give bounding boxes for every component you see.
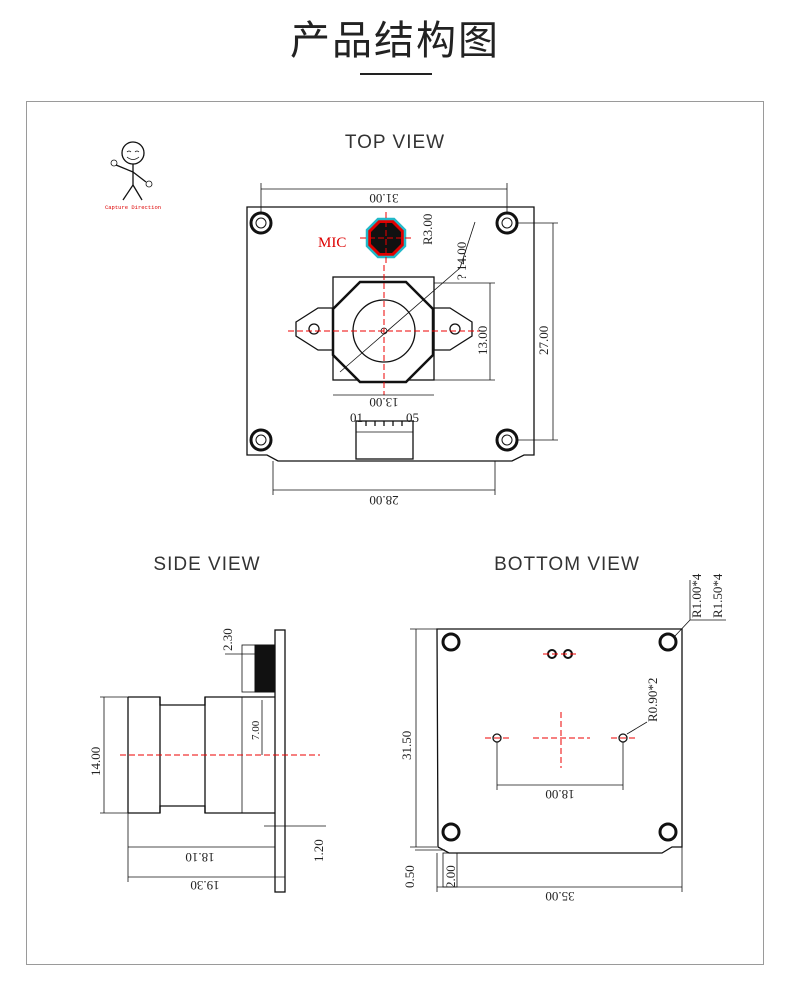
- svg-text:13.00: 13.00: [369, 395, 398, 410]
- title-underline: [360, 73, 432, 75]
- svg-text:R1.50*4: R1.50*4: [710, 573, 725, 618]
- svg-text:31.00: 31.00: [369, 191, 398, 206]
- capture-direction-text: Capture Direction: [105, 204, 161, 211]
- svg-text:R0.90*2: R0.90*2: [645, 678, 660, 722]
- dim-lens-width: 13.00: [333, 394, 434, 410]
- top-mount-holes: [249, 211, 519, 452]
- dim-bottom-width: 28.00: [272, 461, 496, 508]
- svg-text:01: 01: [350, 410, 363, 425]
- top-view-label: TOP VIEW: [345, 132, 445, 153]
- drawing-frame: [26, 101, 764, 965]
- svg-text:13.00: 13.00: [475, 326, 490, 355]
- bottom-view-label: BOTTOM VIEW: [494, 554, 640, 575]
- capture-direction-icon: Capture Direction: [105, 141, 161, 211]
- svg-text:18.10: 18.10: [185, 850, 214, 865]
- dim-board-height: 27.00: [517, 222, 558, 441]
- svg-text:19.30: 19.30: [190, 878, 219, 893]
- svg-text:0.50: 0.50: [402, 865, 417, 888]
- svg-text:7.00: 7.00: [250, 720, 262, 740]
- side-drawing: [120, 629, 320, 893]
- svg-text:1.20: 1.20: [311, 839, 326, 862]
- side-view-label: SIDE VIEW: [153, 554, 260, 575]
- svg-text:14.00: 14.00: [88, 747, 103, 776]
- svg-text:R1.00*4: R1.00*4: [689, 573, 704, 618]
- svg-text:28.00: 28.00: [369, 493, 398, 508]
- connector: 01 05: [350, 410, 419, 460]
- svg-text:05: 05: [406, 410, 419, 425]
- bottom-dims: R1.00*4 R1.50*4 R0.90*2 31.50 18.00 35.0…: [399, 573, 726, 904]
- svg-text:2.00: 2.00: [443, 865, 458, 888]
- svg-text:31.50: 31.50: [399, 731, 414, 760]
- top-lens: [288, 221, 480, 395]
- svg-text:27.00: 27.00: [536, 326, 551, 355]
- mic-label: MIC: [318, 235, 346, 251]
- page-title: 产品结构图: [290, 18, 500, 64]
- top-board-outline: [246, 206, 535, 462]
- svg-text:18.00: 18.00: [545, 787, 574, 802]
- dim-lens-height: 13.00: [434, 282, 495, 381]
- svg-text:2.30: 2.30: [220, 628, 235, 651]
- svg-text:R3.00: R3.00: [420, 214, 435, 245]
- side-dims: 2.30 14.00 7.00 18.10 19.30 1.20: [88, 628, 326, 893]
- dim-top-width: 31.00: [260, 183, 508, 212]
- mic-component: MIC: [318, 212, 412, 264]
- svg-text:35.00: 35.00: [545, 889, 574, 904]
- svg-text:? 14.00: ? 14.00: [454, 242, 469, 280]
- bottom-drawing: [436, 628, 683, 854]
